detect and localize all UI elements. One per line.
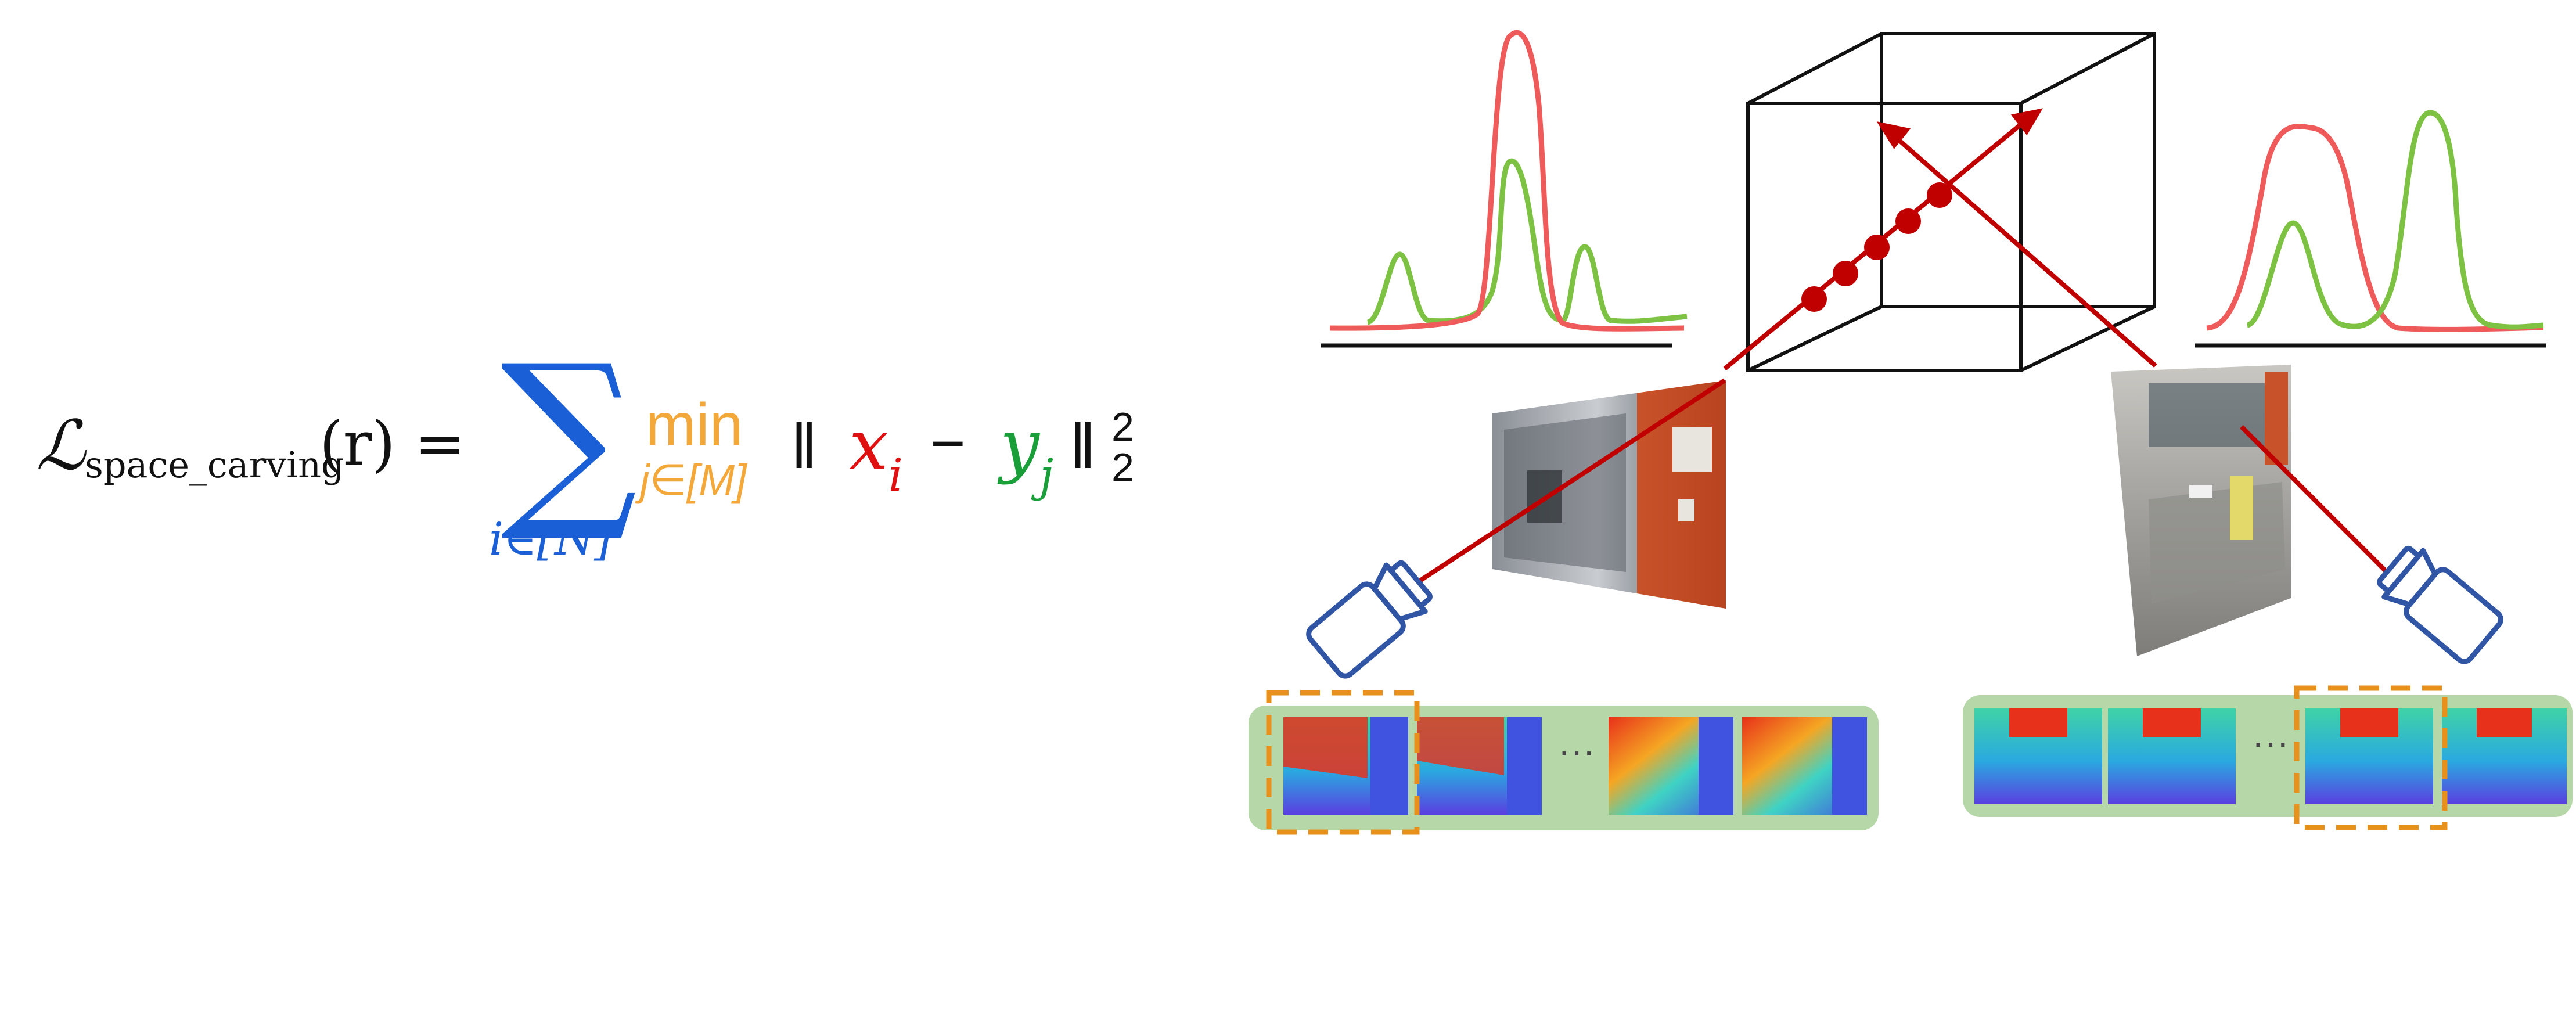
left-photo-glass-wall — [1504, 413, 1626, 572]
camera-icon — [1306, 560, 1433, 679]
norm-superscript: 2 — [1111, 404, 1134, 449]
right-strip-ellipsis: ··· — [2252, 721, 2289, 763]
left-photo-switch — [1678, 499, 1694, 521]
left-strip-ellipsis: ··· — [1558, 730, 1595, 772]
summation-index: i∈[N] — [489, 513, 612, 566]
right-view-image — [2111, 365, 2291, 656]
right-depth-strip: ··· — [1963, 685, 2573, 830]
left-camera-lens — [1372, 562, 1428, 622]
norm-subscript: 2 — [1111, 445, 1134, 490]
summation-symbol: ∑ — [501, 323, 638, 546]
x-subscript: i — [888, 449, 903, 502]
left-green-curve — [1366, 158, 1688, 325]
right-ray-lower — [2240, 425, 2397, 582]
cube-edge — [1747, 32, 1883, 105]
cube-back-face — [1880, 32, 2156, 308]
depth-map-thumbnail — [1609, 717, 1733, 815]
left-photo-wall-sign — [1672, 427, 1712, 472]
left-distribution-plot — [1321, 30, 1688, 348]
sample-point — [1833, 261, 1858, 286]
loss-subscript: space_carving — [85, 444, 344, 486]
sample-point — [1927, 182, 1952, 208]
depth-map-thumbnail — [1742, 717, 1867, 815]
ray-sample-points — [1801, 182, 1952, 312]
left-ray-lower — [1409, 378, 1726, 589]
left-depth-strip: ··· — [1249, 690, 1879, 835]
right-green-curve — [2246, 110, 2544, 330]
voxel-cube — [1746, 32, 2156, 372]
left-red-curve — [1329, 30, 1685, 332]
sample-point — [1864, 235, 1890, 260]
sample-point — [1801, 286, 1827, 312]
depth-map-thumbnail — [2108, 708, 2236, 804]
left-ray-arrowhead — [2010, 108, 2043, 136]
right-red-curve — [2206, 124, 2544, 332]
right-ray-upper — [1888, 130, 2157, 368]
right-photo-paper — [2189, 485, 2212, 498]
right-camera-lens-tip — [2377, 545, 2420, 593]
sample-point — [1895, 208, 1921, 234]
depth-map-thumbnail — [2305, 708, 2433, 804]
right-distribution-plot — [2195, 110, 2546, 348]
camera-icon — [2377, 545, 2503, 664]
right-photo-window — [2149, 383, 2282, 447]
loss-symbol: ℒ — [36, 405, 85, 485]
depth-map-thumbnail — [2442, 708, 2567, 804]
min-index: j∈[M] — [640, 456, 747, 504]
minus-sign: − — [930, 410, 966, 477]
right-photo-orange-wall — [2265, 372, 2288, 465]
norm-close: ‖ — [1070, 411, 1096, 482]
depth-map-thumbnail — [1417, 717, 1542, 815]
x-variable: x — [849, 405, 888, 486]
depth-map-thumbnail — [1283, 717, 1408, 815]
min-operator: min — [646, 391, 743, 459]
left-camera-lens-tip — [1390, 560, 1433, 607]
loss-argument: (r) = — [319, 408, 466, 479]
cube-edge — [2020, 305, 2156, 372]
cube-edge — [2020, 32, 2156, 105]
right-photo-bin — [2230, 476, 2253, 540]
right-selected-frame-highlight — [2294, 685, 2448, 830]
norm-open: ‖ — [791, 411, 818, 482]
depth-map-thumbnail — [1974, 708, 2102, 804]
y-variable: y — [1000, 405, 1039, 486]
right-camera-lens — [2381, 548, 2438, 607]
y-subscript: j — [1039, 449, 1054, 502]
loss-formula: ℒ space_carving (r) = ∑ i∈[N] min j∈[M] … — [36, 339, 1197, 587]
left-selected-frame-highlight — [1266, 690, 1420, 835]
cube-front-face — [1746, 102, 2023, 372]
right-ray-arrowhead — [1876, 121, 1911, 149]
cube-edge — [1747, 305, 1883, 372]
left-view-image — [1492, 380, 1726, 609]
